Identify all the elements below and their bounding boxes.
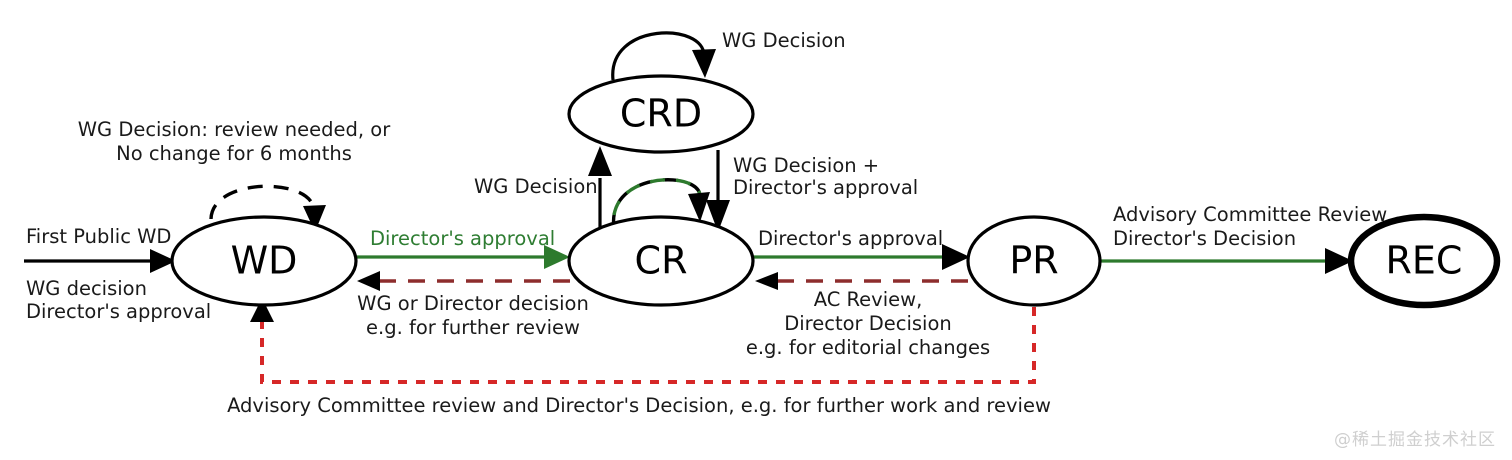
cr-selfloop-arc-green	[612, 178, 702, 229]
node-cr[interactable]: CR	[567, 215, 755, 307]
cr-to-wd-label-line1: WG or Director decision	[357, 292, 589, 315]
wd-selfloop-label-line2: No change for 6 months	[116, 142, 352, 165]
node-crd[interactable]: CRD	[567, 74, 755, 154]
cr-to-crd-label: WG Decision	[474, 175, 598, 198]
cr-to-wd-arrowhead	[357, 271, 380, 291]
wd-selfloop-arc	[209, 184, 316, 220]
cr-to-pr-arrowhead	[942, 244, 970, 270]
edge-cr-selfloop	[612, 178, 710, 229]
bottom-return-path	[260, 307, 1036, 384]
cr-selfloop-arc-black	[612, 178, 702, 229]
pr-to-rec-label-line2: Director's Decision	[1113, 227, 1296, 250]
bottom-return-arrowhead	[250, 298, 274, 322]
entry-bottom-label-line2: Director's approval	[26, 300, 211, 323]
node-cr-label: CR	[635, 239, 688, 283]
wd-selfloop-arrowhead	[303, 205, 326, 232]
watermark: @稀土掘金技术社区	[1334, 430, 1496, 450]
crd-selfloop-arrowhead	[692, 49, 716, 78]
edge-bottom-return	[250, 298, 1036, 384]
crd-to-cr-arrowhead	[706, 200, 730, 232]
edge-cr-to-wd	[357, 271, 570, 291]
pr-to-cr-label-line3: e.g. for editorial changes	[746, 336, 990, 359]
node-cr-shape[interactable]	[567, 215, 755, 307]
pr-to-cr-label-line1: AC Review,	[814, 288, 923, 311]
entry-bottom-label-line1: WG decision	[26, 277, 147, 300]
cr-to-wd-label-line2: e.g. for further review	[366, 316, 580, 339]
edge-entry-to-wd	[24, 249, 176, 273]
entry-top-label: First Public WD	[26, 225, 171, 248]
node-wd[interactable]: WD	[170, 215, 358, 307]
pr-to-cr-arrowhead	[755, 272, 778, 290]
node-crd-label: CRD	[620, 92, 702, 136]
crd-selfloop-label: WG Decision	[722, 29, 846, 52]
cr-to-crd-arrowhead	[588, 146, 612, 176]
crd-selfloop-arc	[611, 31, 706, 81]
wd-selfloop-label-line1: WG Decision: review needed, or	[78, 118, 391, 141]
edge-cr-to-pr	[752, 244, 970, 270]
pr-to-rec-label-line1: Advisory Committee Review	[1113, 203, 1387, 226]
node-wd-shape[interactable]	[170, 215, 358, 307]
node-pr[interactable]: PR	[966, 215, 1102, 307]
edge-wd-selfloop	[209, 184, 326, 232]
cr-to-pr-label: Director's approval	[758, 227, 943, 250]
node-rec[interactable]: REC	[1347, 213, 1501, 309]
edge-pr-to-rec	[1100, 248, 1353, 274]
edge-cr-to-crd	[588, 146, 612, 228]
node-wd-label: WD	[231, 239, 298, 283]
edge-crd-selfloop	[611, 31, 716, 81]
crd-to-cr-label-line1: WG Decision +	[733, 154, 879, 177]
wd-to-cr-label: Director's approval	[370, 227, 555, 250]
pr-to-rec-arrowhead	[1325, 248, 1353, 274]
edge-wd-to-cr	[356, 245, 570, 269]
pr-to-cr-label-line2: Director Decision	[784, 312, 952, 335]
node-rec-shape[interactable]	[1347, 213, 1501, 309]
crd-to-cr-label-line2: Director's approval	[733, 176, 918, 199]
edge-pr-to-cr	[755, 272, 968, 290]
cr-selfloop-arrowhead	[688, 192, 710, 222]
node-pr-shape[interactable]	[966, 215, 1102, 307]
entry-arrowhead	[150, 249, 176, 273]
wd-to-cr-arrowhead	[544, 245, 570, 269]
edge-crd-to-cr	[706, 150, 730, 232]
bottom-return-label: Advisory Committee review and Director's…	[227, 394, 1051, 417]
node-pr-label: PR	[1009, 239, 1058, 283]
node-crd-shape[interactable]	[567, 74, 755, 154]
node-rec-label: REC	[1386, 239, 1463, 283]
